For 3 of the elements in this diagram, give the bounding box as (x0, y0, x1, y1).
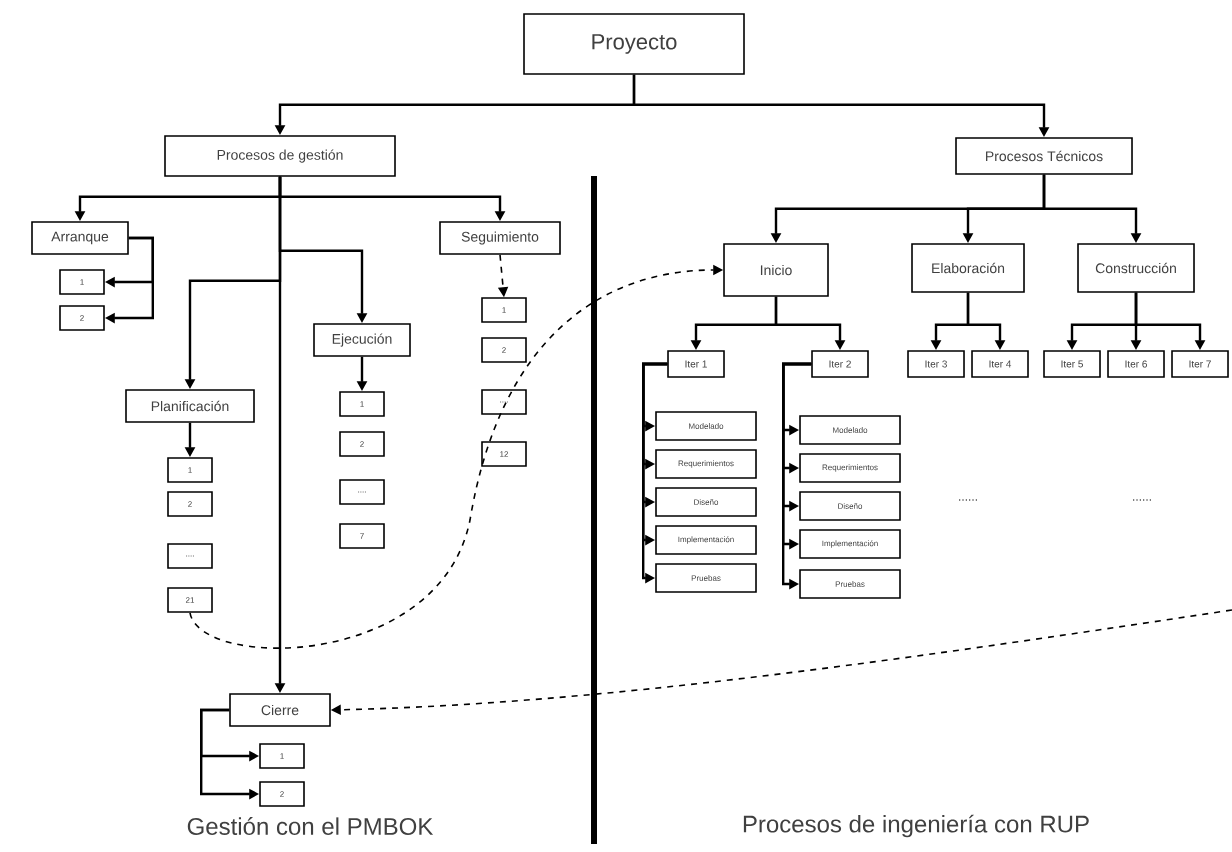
section-title: Gestión con el PMBOK (187, 817, 434, 835)
process-box: Proyecto (523, 13, 745, 75)
section-title: Procesos de ingeniería con RUP (743, 814, 1089, 838)
